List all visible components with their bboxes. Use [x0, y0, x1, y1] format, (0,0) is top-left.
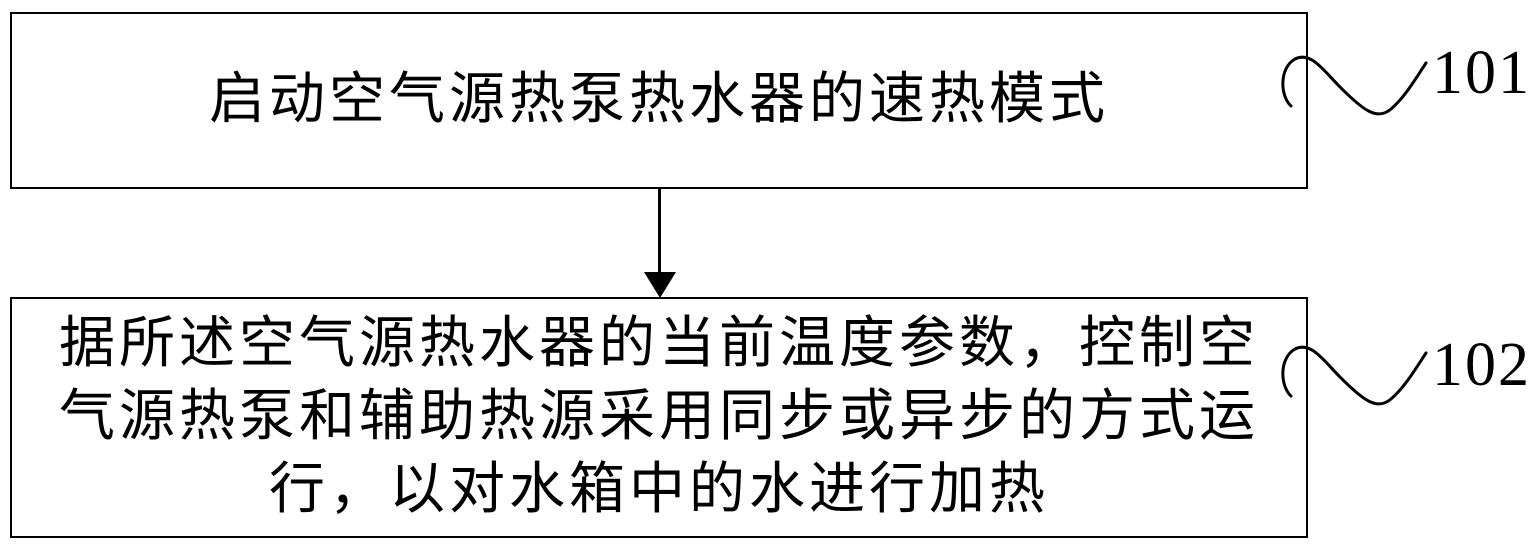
flow-step-1-text: 启动空气源热泵热水器的速热模式 [209, 69, 1109, 131]
flow-step-1-box: 启动空气源热泵热水器的速热模式 [10, 12, 1308, 189]
squiggle-connector-icon [1281, 55, 1428, 116]
flow-arrow-line [658, 189, 661, 274]
squiggle-connector-icon [1281, 345, 1428, 406]
flow-step-2-text-line-3: 行，以对水箱中的水进行加热 [269, 459, 1049, 521]
flow-step-2-box: 据所述空气源热水器的当前温度参数，控制空 气源热泵和辅助热源采用同步或异步的方式… [10, 297, 1308, 538]
flow-step-2-text-line-2: 气源热泵和辅助热源采用同步或异步的方式运 [59, 386, 1259, 448]
reference-label-101: 101 [1432, 39, 1531, 107]
reference-label-102: 102 [1432, 331, 1531, 399]
down-arrow-icon [644, 272, 676, 298]
flow-step-2-text-line-1: 据所述空气源热水器的当前温度参数，控制空 [59, 313, 1259, 375]
